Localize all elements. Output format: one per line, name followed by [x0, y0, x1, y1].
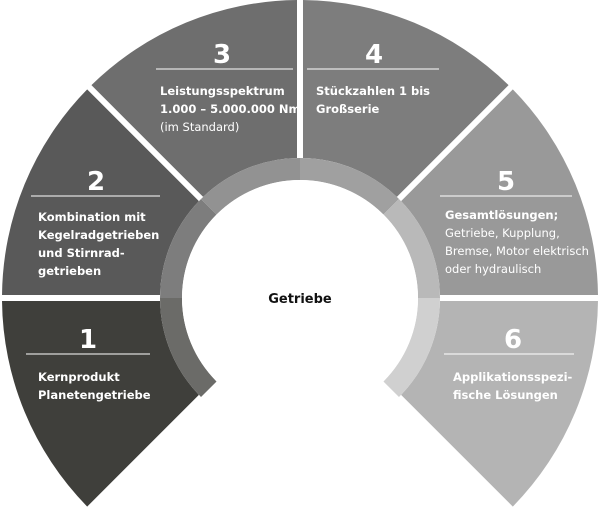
segment-6-number: 6	[504, 325, 522, 355]
segment-3-number: 3	[213, 40, 231, 70]
segment-6-inner-ring	[383, 298, 440, 397]
segment-3-text-line: 1.000 – 5.000.000 Nm	[160, 102, 301, 116]
segment-3-text-line: (im Standard)	[160, 120, 239, 134]
segment-5-text-line: Getriebe, Kupplung,	[445, 226, 560, 240]
center-label: Getriebe	[268, 292, 332, 307]
segment-4-inner-ring	[300, 158, 399, 215]
segment-4-text-line: Großserie	[316, 102, 380, 116]
segment-3-inner-ring	[201, 158, 300, 215]
segment-6-text-line: Applikationsspezi-	[453, 370, 573, 384]
segment-6	[401, 300, 598, 507]
segment-5-text-line: oder hydraulisch	[445, 262, 541, 276]
segment-1-number: 1	[79, 325, 97, 355]
segment-2-text-line: Kombination mit	[38, 210, 146, 224]
segment-6-text-line: fische Lösungen	[453, 388, 558, 402]
inner-ring-layer	[160, 158, 440, 397]
segment-4-number: 4	[365, 40, 383, 70]
segment-2-inner-ring	[160, 199, 217, 298]
segment-5	[401, 89, 598, 296]
segment-2-text-line: Kegelradgetrieben	[38, 228, 159, 242]
segment-3	[91, 0, 298, 197]
segment-1-text-line: Kernprodukt	[38, 370, 120, 384]
segment-3-text-line: Leistungsspektrum	[160, 84, 285, 98]
segment-5-text-line: Bremse, Motor elektrisch	[445, 244, 589, 258]
segment-2-text-line: getrieben	[38, 264, 101, 278]
segment-1-inner-ring	[160, 298, 217, 397]
segment-1-text-line: Planetengetriebe	[38, 388, 151, 402]
segment-2-number: 2	[87, 167, 105, 197]
segment-5-number: 5	[497, 167, 515, 197]
segment-4-text-line: Stückzahlen 1 bis	[316, 84, 430, 98]
center-hub	[182, 180, 418, 416]
segment-2-text-line: und Stirnrad-	[38, 246, 125, 260]
segment-4	[302, 0, 509, 197]
segment-5-text-line: Gesamtlösungen;	[445, 208, 558, 222]
segment-5-inner-ring	[383, 199, 440, 298]
segment-1	[2, 300, 199, 507]
segment-2	[2, 89, 199, 296]
